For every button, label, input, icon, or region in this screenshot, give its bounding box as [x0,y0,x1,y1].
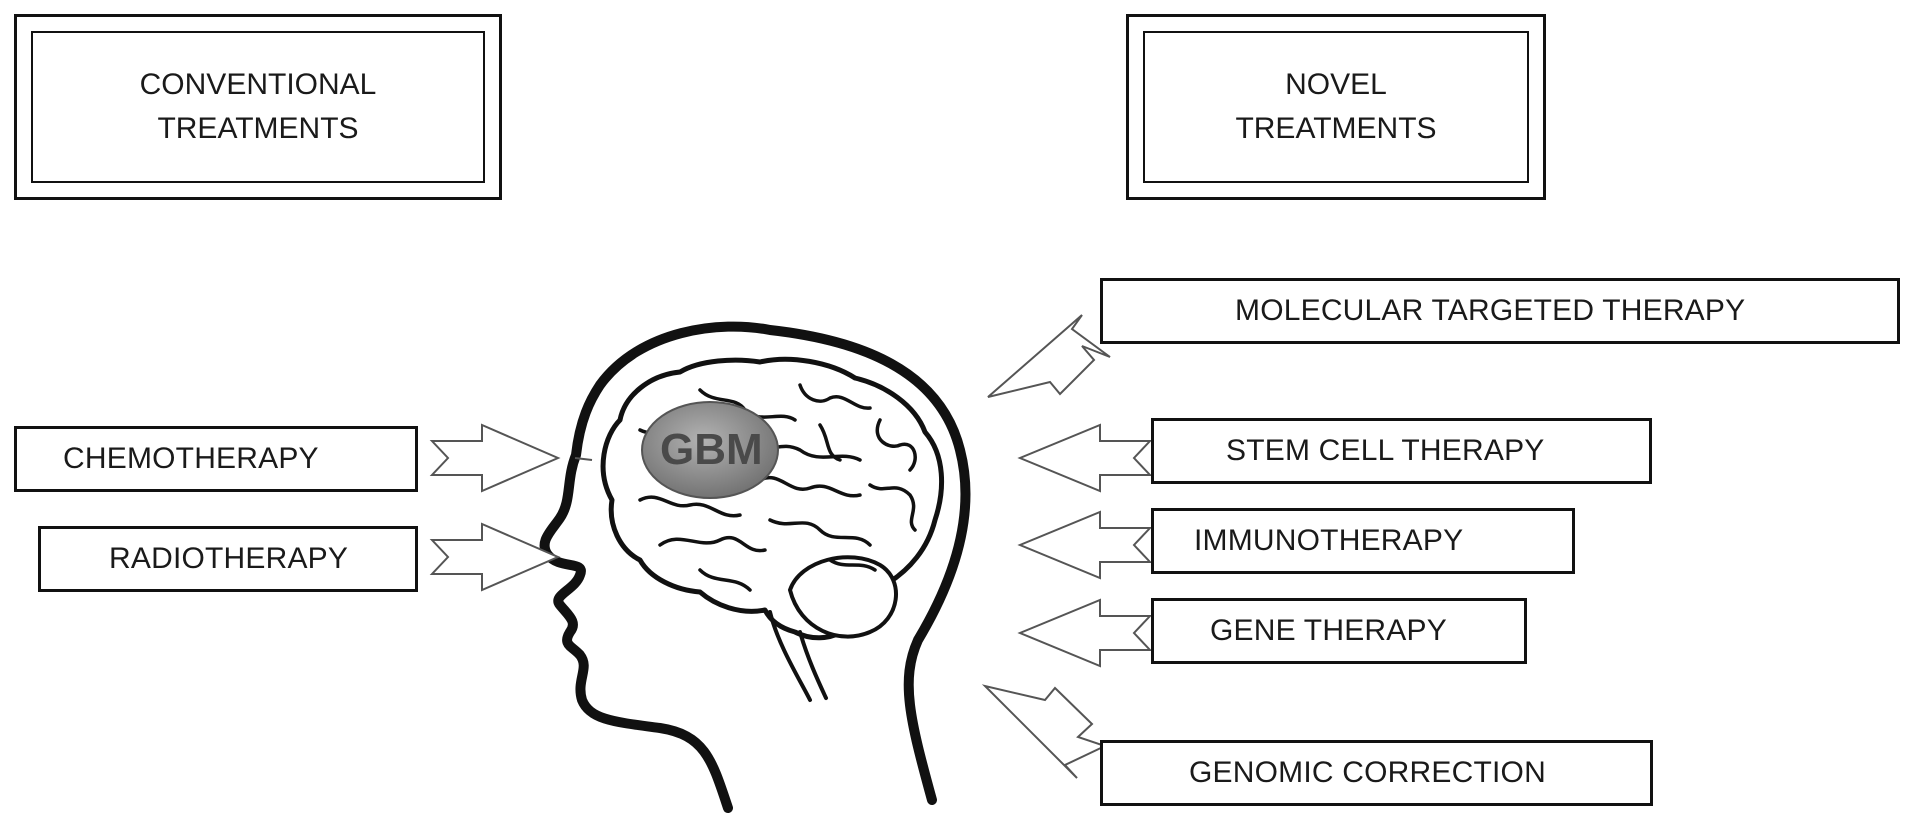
genomic-correction-box: GENOMIC CORRECTION [1100,740,1653,806]
arrow-genomic-correction [981,684,1108,779]
radiotherapy-label: RADIOTHERAPY [109,542,349,575]
novel-header-line1: NOVEL [1285,68,1387,101]
gbm-tumor [641,401,779,499]
arrow-radiotherapy [429,522,561,592]
chemotherapy-label: CHEMOTHERAPY [63,442,319,475]
stem-cell-therapy-box: STEM CELL THERAPY [1151,418,1652,484]
arrow-gene-therapy [1017,598,1153,668]
arrows [429,314,1153,779]
chemo-pointer [574,457,593,461]
conventional-header-inner: CONVENTIONAL TREATMENTS [31,31,485,183]
head-outline [539,321,971,813]
molecular-targeted-therapy-label: MOLECULAR TARGETED THERAPY [1235,294,1746,327]
gene-therapy-box: GENE THERAPY [1151,598,1527,664]
arrow-molecular-targeted [987,314,1111,398]
conventional-header-line1: CONVENTIONAL [139,68,377,101]
immunotherapy-label: IMMUNOTHERAPY [1194,524,1464,557]
cerebellum [787,555,898,639]
arrow-chemotherapy [429,423,561,493]
arrow-immunotherapy [1017,510,1153,580]
conventional-header-line2: TREATMENTS [157,112,359,145]
gbm-label: GBM [660,425,763,474]
immunotherapy-box: IMMUNOTHERAPY [1151,508,1575,574]
conventional-treatments-header: CONVENTIONAL TREATMENTS [14,14,502,200]
novel-treatments-header: NOVEL TREATMENTS [1126,14,1546,200]
stem-cell-therapy-label: STEM CELL THERAPY [1226,434,1545,467]
gene-therapy-label: GENE THERAPY [1210,614,1447,647]
arrow-stem-cell [1017,423,1153,493]
novel-header-inner: NOVEL TREATMENTS [1143,31,1529,183]
molecular-targeted-therapy-box: MOLECULAR TARGETED THERAPY [1100,278,1900,344]
brain-stem [768,610,828,702]
genomic-correction-label: GENOMIC CORRECTION [1189,756,1546,789]
radiotherapy-box: RADIOTHERAPY [38,526,418,592]
novel-header-line2: TREATMENTS [1235,112,1437,145]
chemotherapy-box: CHEMOTHERAPY [14,426,418,492]
